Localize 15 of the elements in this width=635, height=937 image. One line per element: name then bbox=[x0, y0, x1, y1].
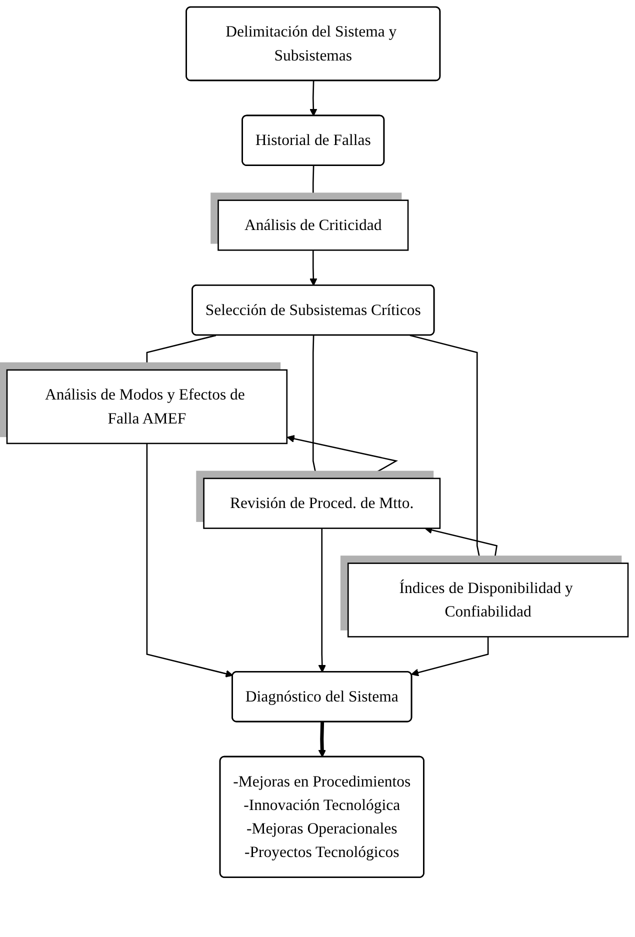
arrow bbox=[312, 335, 320, 479]
arrow bbox=[318, 528, 326, 673]
arrow bbox=[286, 434, 398, 479]
node-box bbox=[203, 478, 441, 529]
node-box bbox=[218, 200, 409, 251]
arrow bbox=[310, 250, 318, 286]
node-box bbox=[6, 369, 288, 444]
arrow bbox=[309, 166, 317, 201]
node-box bbox=[347, 562, 629, 638]
arrow bbox=[310, 80, 318, 116]
arrow bbox=[318, 722, 326, 758]
arrow bbox=[146, 443, 234, 678]
arrow bbox=[410, 334, 484, 564]
arrow bbox=[411, 636, 489, 676]
arrow bbox=[143, 334, 216, 370]
